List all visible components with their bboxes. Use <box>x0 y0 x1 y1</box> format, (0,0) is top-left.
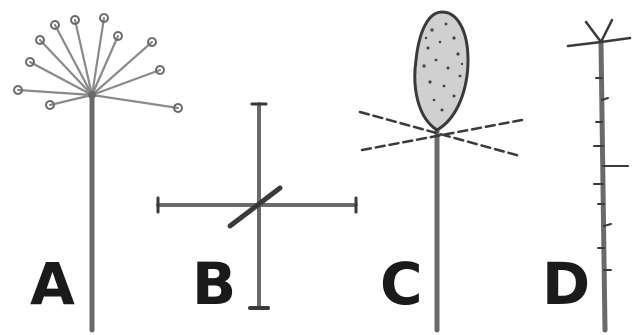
panel-c-label: C <box>380 250 423 318</box>
panel-d-lateral-spines <box>593 77 629 271</box>
panel-b-label: B <box>192 250 236 318</box>
panel-a-label: A <box>30 250 75 318</box>
panel-a-arm-tips <box>13 13 183 113</box>
panel-d-label: D <box>542 250 590 318</box>
panel-c-crossing-filaments <box>358 110 524 158</box>
panel-a-center-node <box>88 91 96 99</box>
panel-b-diagonal-stub <box>227 185 283 229</box>
panel-d: D <box>542 18 632 333</box>
panel-d-stalk <box>598 39 608 333</box>
panel-b: B <box>156 102 358 318</box>
panel-a: A <box>13 13 183 333</box>
panel-c: C <box>358 10 524 333</box>
panel-c-capitulum <box>413 10 470 132</box>
panel-d-apical-branches <box>566 18 632 48</box>
panel-c-capitulum-speckles <box>422 22 464 112</box>
panel-a-radiating-arms <box>16 16 180 110</box>
